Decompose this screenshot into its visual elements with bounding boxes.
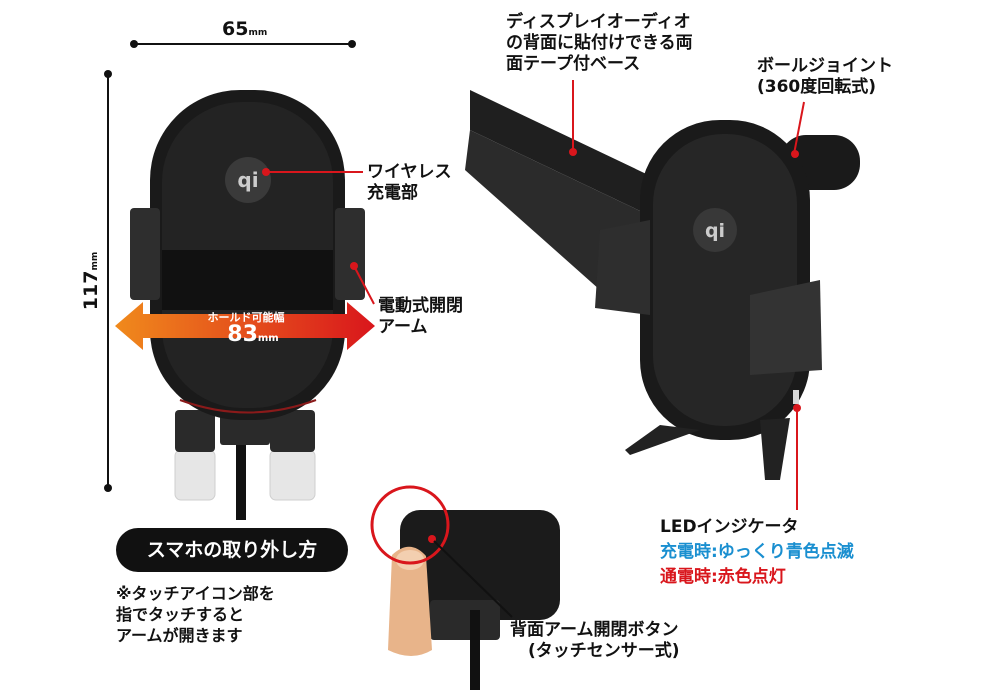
- hold-width-caption: ホールド可能幅: [207, 311, 285, 324]
- hold-width-arrow: [115, 302, 375, 350]
- callout-arm-line: [353, 265, 375, 305]
- svg-text:qi: qi: [237, 168, 258, 192]
- dim-height-line: [107, 74, 109, 488]
- removal-note: ※タッチアイコン部を 指でタッチすると アームが開きます: [116, 584, 275, 645]
- back-device-image: [370, 485, 560, 690]
- callout-tape-label: ディスプレイオーディオ の背面に貼付けできる両 面テープ付ベース: [506, 12, 693, 74]
- led-charging-status: 充電時:ゆっくり青色点滅: [660, 542, 854, 562]
- dim-width-line: [134, 43, 354, 45]
- callout-ball-label: ボールジョイント (360度回転式): [757, 56, 893, 97]
- callout-ball-line: [793, 101, 805, 155]
- dim-width-label: 65mm: [222, 18, 268, 40]
- callout-led-dot: [793, 404, 801, 412]
- callout-tape-dot: [569, 148, 577, 156]
- callout-button-line: [433, 540, 513, 618]
- callout-button-dot: [428, 535, 436, 543]
- svg-text:qi: qi: [705, 220, 725, 242]
- dim-width-end-dot: [348, 40, 356, 48]
- callout-tape-line: [572, 80, 574, 152]
- hold-width-value: 83mm: [227, 322, 279, 347]
- callout-ball-dot: [791, 150, 799, 158]
- callout-wireless-dot: [262, 168, 270, 176]
- callout-led-line: [796, 410, 798, 510]
- dim-height-label: 117mm: [80, 251, 103, 311]
- callout-wireless-label: ワイヤレス 充電部: [367, 162, 452, 203]
- side-device-image: qi: [465, 90, 860, 480]
- led-powered-status: 通電時:赤色点灯: [660, 567, 786, 587]
- dim-height-end-dot: [104, 484, 112, 492]
- callout-arm-label: 電動式開閉 アーム: [378, 296, 463, 337]
- callout-button-label: 背面アーム開閉ボタン (タッチセンサー式): [510, 620, 680, 661]
- removal-title-badge: スマホの取り外し方: [116, 528, 348, 572]
- led-title: LEDインジケータ: [660, 517, 799, 537]
- callout-wireless-line: [268, 171, 363, 173]
